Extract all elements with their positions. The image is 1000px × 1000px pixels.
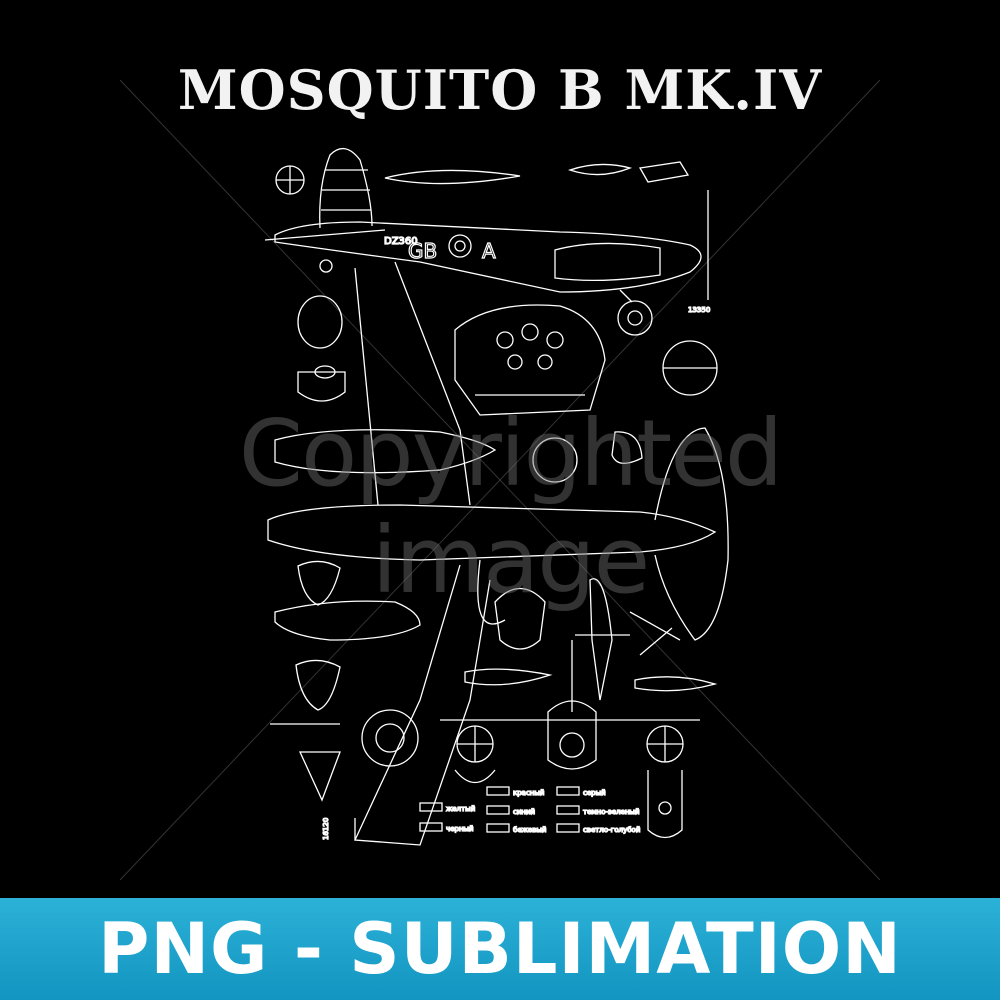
height-dimension: 16120: [322, 818, 330, 840]
legend-label: синий: [513, 808, 535, 816]
banner-text: PNG - SUBLIMATION: [98, 908, 902, 990]
length-dimension: 13350: [688, 306, 710, 314]
code-letter-right: A: [482, 239, 496, 263]
front-view-drawings: [440, 640, 700, 839]
legend-label: светло-голубой: [583, 826, 640, 834]
silhouettes: [464, 578, 718, 701]
code-letters: GB: [408, 239, 437, 263]
plan-view-drawing: 16120: [267, 261, 729, 846]
watermark: Copyrighted image: [238, 400, 784, 614]
legend-label: серый: [583, 789, 606, 797]
colour-legend: желтый черный красный синий бежевый серы…: [419, 786, 641, 835]
aircraft-serial: DZ360: [384, 236, 418, 247]
legend-label: темно-зеленый: [583, 808, 640, 816]
side-view-drawing: GB A DZ360 13350: [264, 148, 711, 336]
cockpit-detail: [454, 304, 606, 416]
blueprint-artwork: GB A DZ360 13350: [119, 79, 881, 881]
cross-section-column: [270, 295, 346, 802]
legend-label: черный: [446, 825, 474, 833]
legend-label: бежевый: [513, 826, 546, 834]
bottom-banner: PNG - SUBLIMATION: [0, 898, 1000, 1000]
legend-label: желтый: [446, 805, 475, 813]
poster-title: MOSQUITO B MK.IV: [177, 58, 823, 122]
legend-label: красный: [513, 789, 544, 797]
